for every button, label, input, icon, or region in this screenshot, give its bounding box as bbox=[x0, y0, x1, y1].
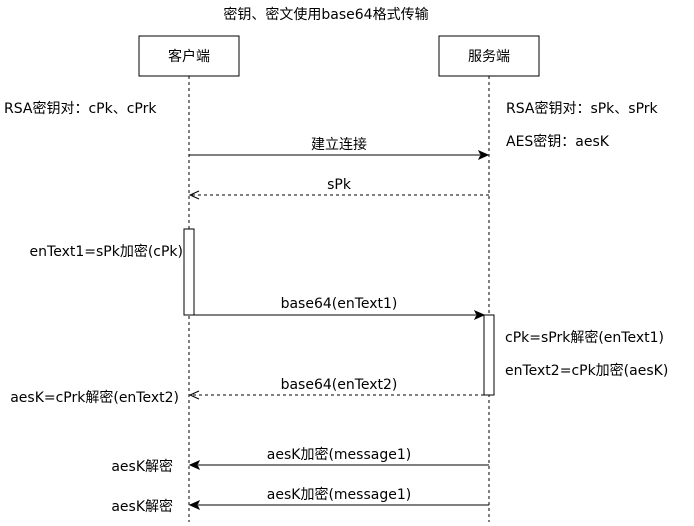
message-entext2-label: base64(enText2) bbox=[281, 377, 398, 393]
client-box bbox=[138, 35, 240, 77]
client-label: 客户端 bbox=[168, 48, 210, 65]
client-rsa-note: RSA密钥对：cPk、cPrk bbox=[4, 100, 157, 117]
message-connect-arrowhead bbox=[477, 149, 490, 161]
server-box bbox=[438, 35, 540, 77]
message-connect: 建立连接 bbox=[189, 136, 490, 161]
diagram-title: 密钥、密文使用base64格式传输 bbox=[223, 6, 428, 23]
server-activation bbox=[483, 314, 495, 396]
client-decrypt-msg2-note: aesK解密 bbox=[111, 498, 173, 515]
client-decrypt-aes-note: aesK=cPrk解密(enText2) bbox=[10, 389, 179, 406]
server-encrypt-note: enText2=cPk加密(aesK) bbox=[505, 362, 668, 379]
message-entext1: base64(enText1) bbox=[194, 296, 486, 321]
server-rsa-note: RSA密钥对：sPk、sPrk bbox=[506, 100, 659, 117]
client-activation bbox=[183, 228, 195, 316]
message-msg1-arrowhead bbox=[188, 459, 201, 471]
message-entext2: base64(enText2) bbox=[188, 377, 484, 400]
message-spk: sPk bbox=[188, 177, 489, 200]
message-connect-label: 建立连接 bbox=[311, 136, 367, 153]
message-entext2-arrowhead bbox=[188, 390, 200, 400]
client-participant: 客户端 bbox=[138, 35, 240, 77]
message-msg1-label: aesK加密(message1) bbox=[267, 446, 411, 463]
client-encrypt-note: enText1=sPk加密(cPk) bbox=[30, 243, 183, 260]
message-msg2-label: aesK加密(message1) bbox=[267, 486, 411, 503]
message-entext1-label: base64(enText1) bbox=[281, 296, 398, 312]
server-aes-note: AES密钥：aesK bbox=[506, 133, 610, 150]
message-spk-arrowhead bbox=[188, 190, 200, 200]
server-participant: 服务端 bbox=[438, 35, 540, 77]
message-msg1: aesK加密(message1) bbox=[188, 446, 489, 471]
message-spk-label: sPk bbox=[327, 177, 352, 193]
message-entext1-arrowhead bbox=[473, 309, 486, 321]
message-msg2-arrowhead bbox=[188, 499, 201, 511]
server-decrypt-note: cPk=sPrk解密(enText1) bbox=[505, 329, 664, 346]
message-msg2: aesK加密(message1) bbox=[188, 486, 489, 511]
server-label: 服务端 bbox=[468, 49, 510, 65]
client-decrypt-msg1-note: aesK解密 bbox=[111, 458, 173, 475]
